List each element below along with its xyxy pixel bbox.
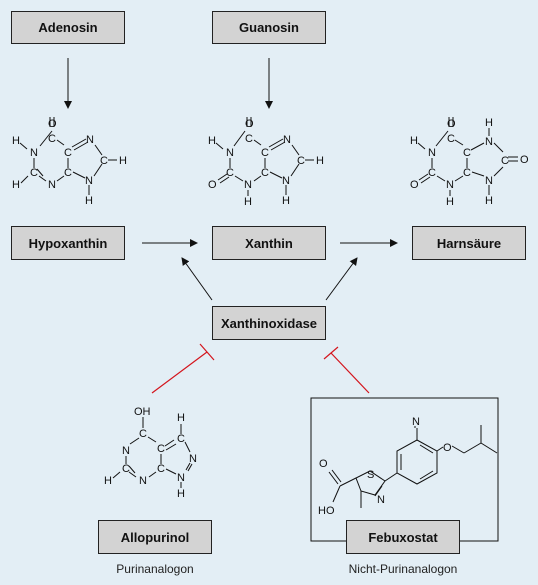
adenosin-box: Adenosin (11, 11, 125, 44)
atom: N (122, 445, 130, 457)
atom: OH (134, 406, 151, 418)
xanthin-structure (215, 117, 314, 196)
atom: N (85, 175, 93, 187)
atom: H (282, 195, 290, 207)
atom: HO (318, 505, 335, 517)
atom: O (208, 179, 217, 191)
atom: C (501, 155, 509, 167)
atom: C (139, 428, 147, 440)
atom: H (85, 195, 93, 207)
atom: O (319, 458, 328, 470)
atom: H (177, 488, 185, 500)
atom: C (157, 443, 165, 455)
atom: H (485, 117, 493, 129)
atom: N (189, 453, 197, 465)
atom: C (30, 167, 38, 179)
atom: C (447, 133, 455, 145)
atom: C (428, 167, 436, 179)
atom: N (485, 175, 493, 187)
atom: C (64, 147, 72, 159)
hypoxanthin-structure (19, 117, 117, 195)
atom: C (122, 463, 130, 475)
atom: C (261, 147, 269, 159)
atom: N (485, 136, 493, 148)
febuxostat-caption: Nicht-Purinanalogon (348, 562, 458, 576)
allopurinol-caption: Purinanalogon (116, 562, 194, 576)
atom: C (64, 167, 72, 179)
atom: O (245, 118, 254, 130)
atom: H (119, 155, 127, 167)
atom: C (297, 155, 305, 167)
atom: H (12, 179, 20, 191)
atom: C (177, 433, 185, 445)
atom: C (463, 167, 471, 179)
allopurinol-atoms: OH C N C N C C C H N N H H (104, 406, 197, 500)
arrow-enzyme-to-first-step (181, 257, 213, 301)
atom: H (208, 135, 216, 147)
atom: N (177, 472, 185, 484)
harnsaeure-box: Harnsäure (412, 226, 526, 260)
atom: H (244, 196, 252, 208)
atom: O (443, 442, 452, 454)
atom: H (12, 135, 20, 147)
atom: N (283, 134, 291, 146)
atom: O (447, 118, 456, 130)
atom: H (446, 196, 454, 208)
hypoxanthin-atoms: O C N C N C C N C N H H H H (12, 118, 127, 207)
atom: N (86, 134, 94, 146)
atom: N (30, 147, 38, 159)
atom: S (367, 469, 374, 481)
inhibition-febuxostat (323, 346, 370, 394)
atom: C (100, 155, 108, 167)
atom: C (157, 463, 165, 475)
atom: C (226, 167, 234, 179)
atom: N (412, 416, 420, 428)
allopurinol-box: Allopurinol (98, 520, 212, 554)
atom: O (48, 118, 57, 130)
atom: N (428, 147, 436, 159)
xanthinoxidase-box: Xanthinoxidase (212, 306, 326, 340)
atom: N (139, 475, 147, 487)
atom: N (244, 179, 252, 191)
febuxostat-atoms: N O S N O HO (318, 416, 452, 517)
atom: H (316, 155, 324, 167)
atom: H (410, 135, 418, 147)
atom: O (520, 154, 529, 166)
atom: N (48, 179, 56, 191)
harnsaeure-structure (417, 117, 518, 196)
febuxostat-structure (328, 425, 498, 508)
atom: C (48, 133, 56, 145)
xanthin-atoms: O C N C N C C N C N H H O H H (208, 118, 324, 208)
allopurinol-structure (112, 417, 193, 488)
atom: C (261, 167, 269, 179)
atom: H (177, 412, 185, 424)
atom: O (410, 179, 419, 191)
atom: C (245, 133, 253, 145)
hypoxanthin-box: Hypoxanthin (11, 226, 125, 260)
febuxostat-box: Febuxostat (346, 520, 460, 554)
atom: N (446, 179, 454, 191)
atom: C (463, 147, 471, 159)
atom: N (282, 175, 290, 187)
atom: N (377, 494, 385, 506)
harnsaeure-atoms: O C N C N C C N C N O H O H H H (410, 117, 529, 208)
atom: N (226, 147, 234, 159)
arrow-enzyme-to-second-step (325, 257, 358, 301)
guanosin-box: Guanosin (212, 11, 326, 44)
xanthin-box: Xanthin (212, 226, 326, 260)
inhibition-allopurinol (151, 343, 215, 394)
atom: H (104, 475, 112, 487)
atom: H (485, 195, 493, 207)
